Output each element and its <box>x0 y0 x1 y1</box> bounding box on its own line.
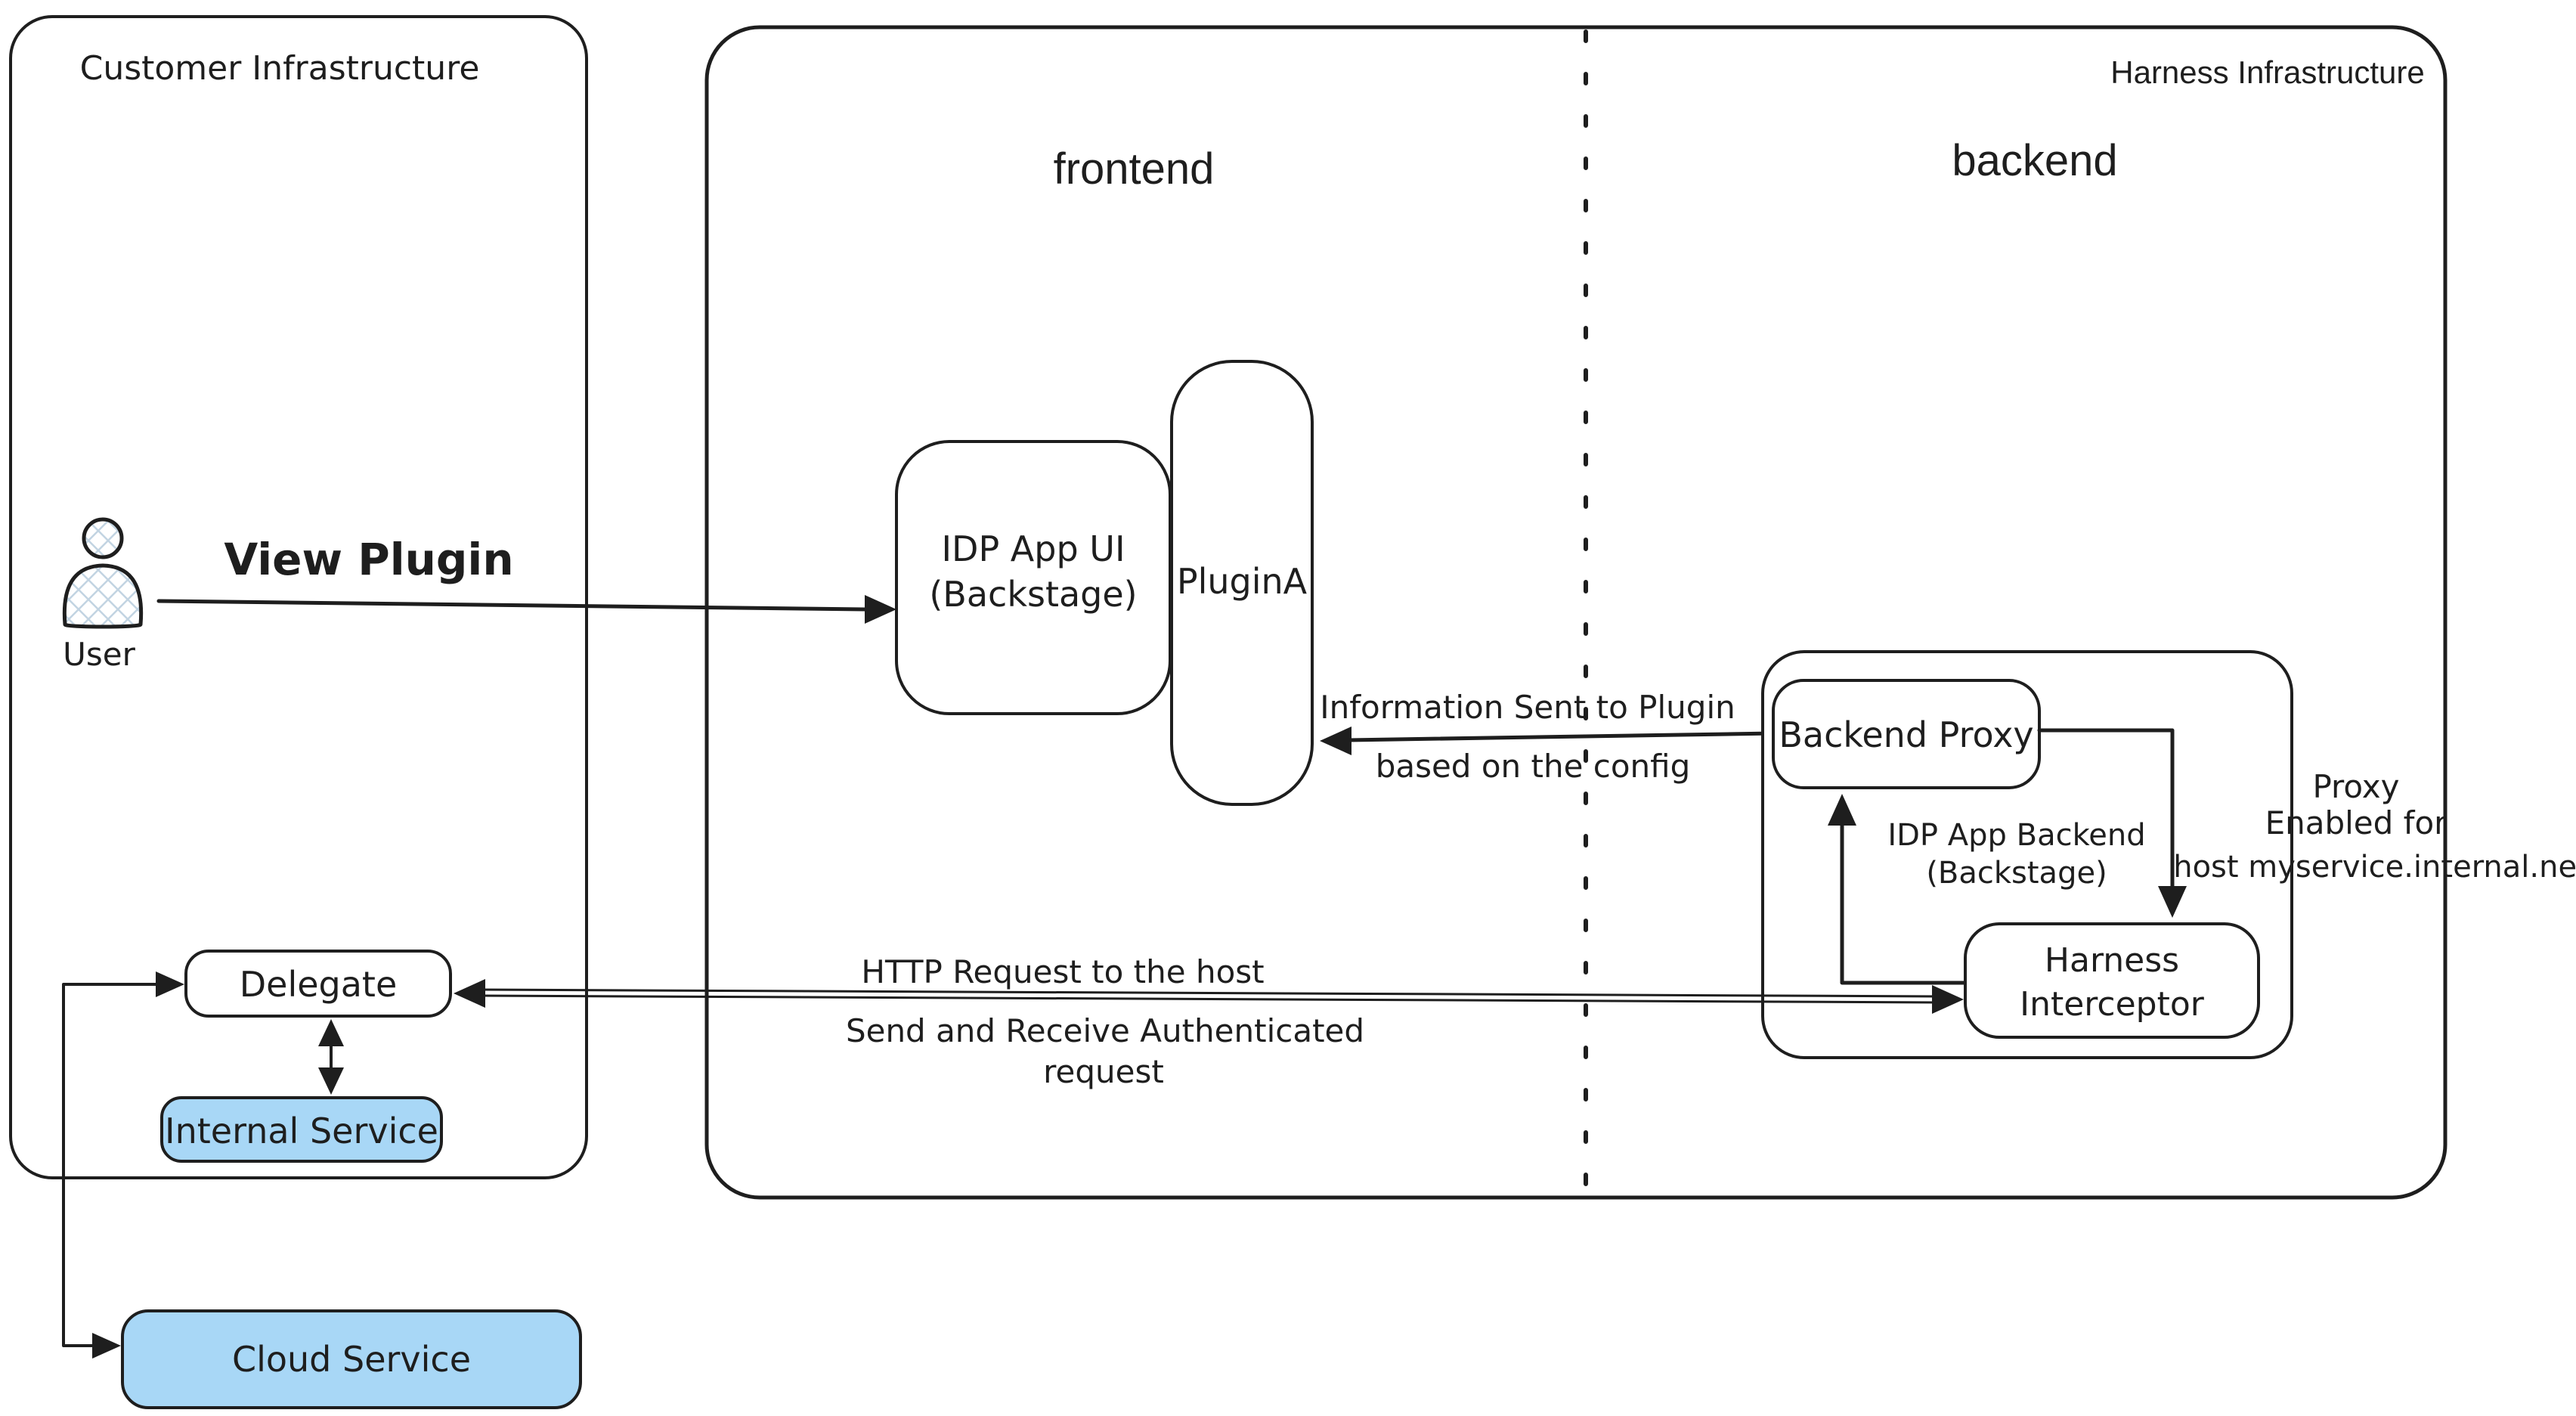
harness-interceptor-label-line2: Interceptor <box>2020 985 2205 1024</box>
cloud-service-label: Cloud Service <box>232 1339 471 1380</box>
idp-app-ui-label-line1: IDP App UI <box>941 528 1125 569</box>
interceptor-to-proxy-line <box>1840 817 1966 985</box>
backend-proxy-node: Backend Proxy <box>1772 679 2041 789</box>
harness-infrastructure-title: Harness Infrastructure <box>2110 54 2425 90</box>
view-plugin-arrow: View Plugin <box>156 534 896 624</box>
view-plugin-line <box>156 599 870 612</box>
proxy-to-interceptor-line <box>2037 728 2175 894</box>
info-sent-arrowhead <box>1320 727 1351 755</box>
http-request-arrowhead-right <box>1932 985 1964 1014</box>
user-icon-body <box>62 563 144 629</box>
cloud-service-box <box>121 1309 582 1409</box>
user-label: User <box>63 636 135 673</box>
delegate-internal-arrow <box>318 1019 344 1095</box>
plugin-a-box <box>1170 360 1314 806</box>
view-plugin-arrowhead <box>865 595 896 624</box>
delegate-internal-arrowhead-up <box>318 1019 344 1046</box>
delegate-internal-arrowhead-down <box>318 1067 344 1095</box>
delegate-box <box>184 950 452 1018</box>
http-request-arrowhead-left <box>454 979 485 1008</box>
proxy-to-interceptor-arrowhead <box>2158 886 2187 918</box>
proxy-note-line1: Proxy <box>2312 768 2399 805</box>
info-sent-label-line1: Information Sent to Plugin <box>1320 689 1735 726</box>
backend-proxy-box <box>1772 679 2041 789</box>
info-sent-label-line2: based on the config <box>1376 748 1691 785</box>
delegate-cloud-arrow <box>62 971 184 1359</box>
proxy-note-line2: Enabled for <box>2265 804 2448 841</box>
user-icon <box>82 517 124 559</box>
interceptor-to-proxy-arrow <box>1828 794 1966 985</box>
harness-infrastructure-region: Harness Infrastructure frontend backend <box>704 25 2448 1200</box>
user-actor: User <box>62 517 144 673</box>
customer-infrastructure-region: Customer Infrastructure <box>9 15 588 1179</box>
plugin-a-node: PluginA <box>1170 360 1314 806</box>
http-request-label-line3: request <box>1043 1053 1164 1090</box>
harness-interceptor-label-line1: Harness <box>2045 941 2179 980</box>
delegate-cloud-arrowhead-top <box>156 971 184 997</box>
harness-interceptor-node: Harness Interceptor <box>1964 922 2260 1039</box>
cloud-service-node: Cloud Service <box>121 1309 582 1409</box>
http-request-label-line2: Send and Receive Authenticated <box>846 1012 1364 1049</box>
info-sent-line <box>1346 731 1776 742</box>
http-request-line-lower <box>478 994 1940 1004</box>
delegate-cloud-line <box>62 983 162 1347</box>
idp-app-ui-node: IDP App UI (Backstage) <box>895 440 1172 715</box>
http-request-label-line1: HTTP Request to the host <box>861 953 1264 990</box>
info-sent-arrow: Information Sent to Plugin based on the … <box>1320 689 1776 785</box>
internal-service-label: Internal Service <box>165 1111 438 1151</box>
internal-service-node: Internal Service <box>160 1096 443 1163</box>
proxy-to-interceptor-arrow <box>2037 728 2187 918</box>
http-request-arrow: HTTP Request to the host Send and Receiv… <box>454 953 1964 1090</box>
http-request-line-upper <box>478 988 1940 998</box>
delegate-node: Delegate <box>184 950 452 1018</box>
view-plugin-label: View Plugin <box>224 534 513 585</box>
harness-infrastructure-box <box>704 25 2448 1200</box>
internal-service-box <box>160 1096 443 1163</box>
idp-app-ui-label-line2: (Backstage) <box>929 574 1137 615</box>
proxy-note-line3: host myservice.internal.net <box>2173 850 2576 885</box>
customer-infrastructure-title: Customer Infrastructure <box>80 49 480 88</box>
backend-proxy-label: Backend Proxy <box>1779 714 2033 755</box>
proxy-enabled-note: Proxy Enabled for host myservice.interna… <box>2173 768 2576 885</box>
frontend-section-label: frontend <box>1054 144 1215 194</box>
plugin-a-label: PluginA <box>1177 561 1308 602</box>
customer-infrastructure-box <box>9 15 588 1179</box>
harness-interceptor-box <box>1964 922 2260 1039</box>
idp-app-backend-label-line1: IDP App Backend <box>1887 818 2145 853</box>
delegate-cloud-arrowhead-bottom <box>92 1333 121 1359</box>
idp-app-backend-label-line2: (Backstage) <box>1926 856 2107 891</box>
delegate-label: Delegate <box>240 964 398 1005</box>
interceptor-to-proxy-arrowhead <box>1828 794 1856 826</box>
backend-section-label: backend <box>1952 136 2117 185</box>
